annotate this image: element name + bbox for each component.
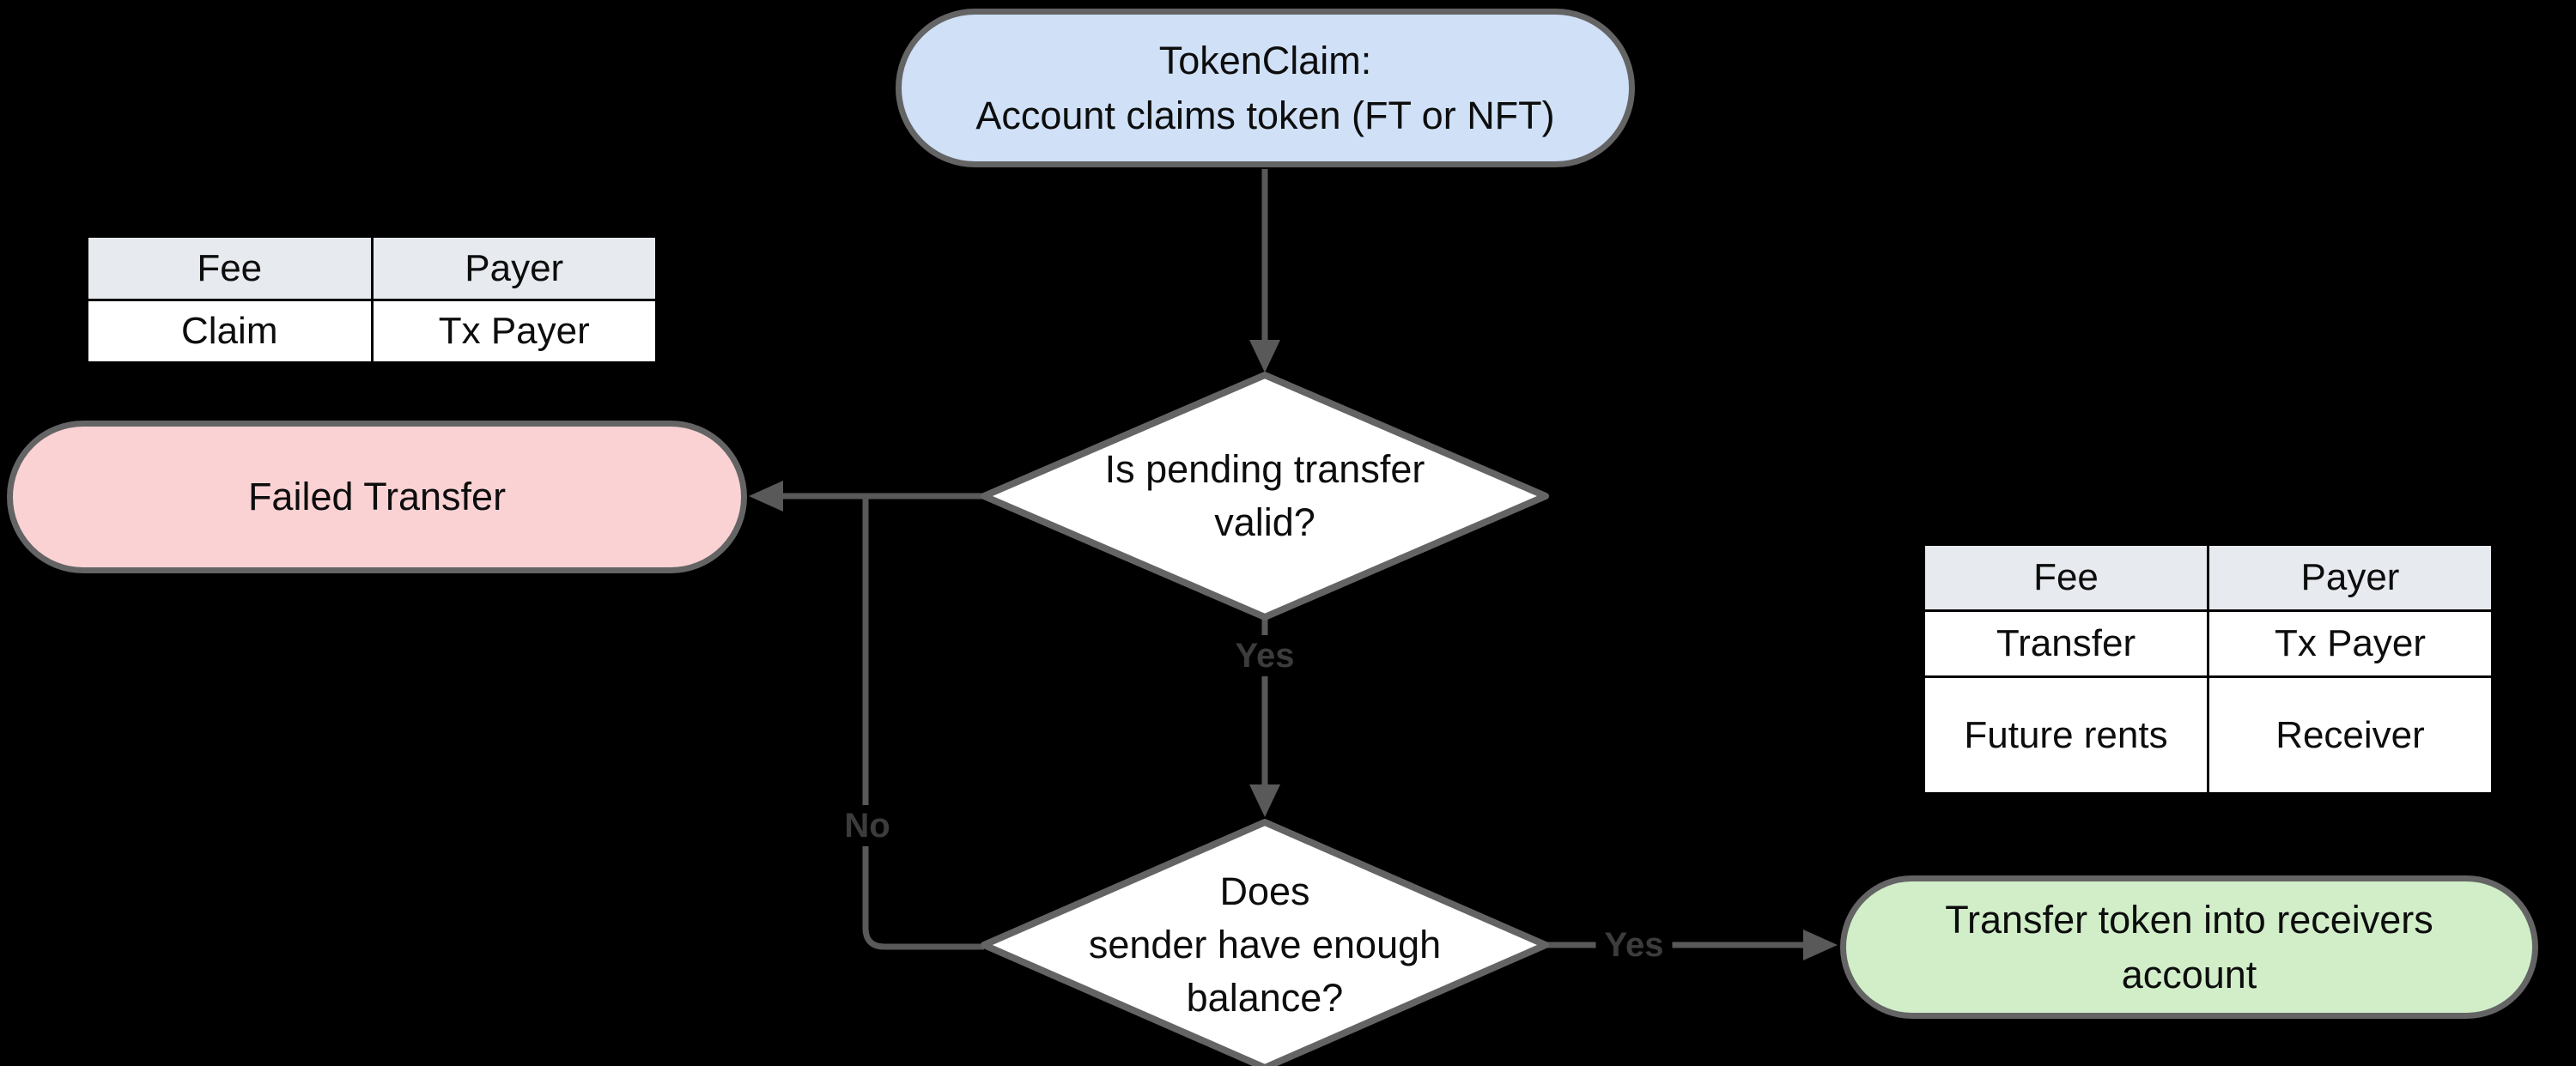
decision-balance-shape: [981, 819, 1549, 1066]
start-node-token-claim: TokenClaim: Account claims token (FT or …: [896, 9, 1635, 167]
claim-fee-header-payer: Payer: [370, 235, 658, 301]
claim-fee-table-row: Claim Tx Payer: [86, 299, 658, 364]
arrowhead-into-balance-decision: [1249, 784, 1280, 817]
claim-fee-header-fee: Fee: [86, 235, 374, 301]
arrowhead-into-failed: [749, 481, 783, 512]
transfer-fee-header-payer: Payer: [2207, 543, 2494, 612]
success-node-text-line1: Transfer token into receivers: [1945, 897, 2433, 942]
future-rents-cell-payer: Receiver: [2207, 675, 2494, 795]
decision-valid-shape: [981, 372, 1549, 621]
transfer-fee-table-row: Transfer Tx Payer: [1923, 609, 2494, 678]
arrowhead-into-valid-decision: [1249, 340, 1280, 372]
transfer-fee-header-fee: Fee: [1923, 543, 2209, 612]
edge-label-valid-yes: Yes: [1226, 635, 1303, 676]
edge-label-balance-no: No: [835, 805, 899, 846]
transfer-fee-cell-payer: Tx Payer: [2207, 609, 2494, 678]
start-node-text-line1: TokenClaim:: [1158, 38, 1372, 82]
start-node-text-line2: Account claims token (FT or NFT): [975, 93, 1555, 137]
arrowhead-into-success: [1803, 930, 1838, 960]
claim-fee-table: Fee Payer Claim Tx Payer: [86, 235, 658, 364]
future-rents-cell-fee: Future rents: [1923, 675, 2209, 795]
transfer-fee-table: Fee Payer Transfer Tx Payer Future rents…: [1923, 543, 2494, 795]
claim-fee-cell-fee: Claim: [86, 299, 374, 364]
failed-transfer-label: Failed Transfer: [247, 475, 507, 519]
claim-fee-table-header-row: Fee Payer: [86, 235, 658, 301]
failed-transfer-node: Failed Transfer: [7, 421, 747, 573]
edge-balance-no-to-failed: [862, 496, 984, 950]
claim-fee-cell-payer: Tx Payer: [370, 299, 658, 364]
success-node-text-line2: account: [2121, 952, 2257, 996]
edge-label-balance-yes: Yes: [1595, 924, 1673, 966]
transfer-fee-table-row: Future rents Receiver: [1923, 675, 2494, 795]
success-transfer-node: Transfer token into receivers account: [1840, 875, 2538, 1019]
transfer-fee-cell-fee: Transfer: [1923, 609, 2209, 678]
transfer-fee-table-header-row: Fee Payer: [1923, 543, 2494, 612]
